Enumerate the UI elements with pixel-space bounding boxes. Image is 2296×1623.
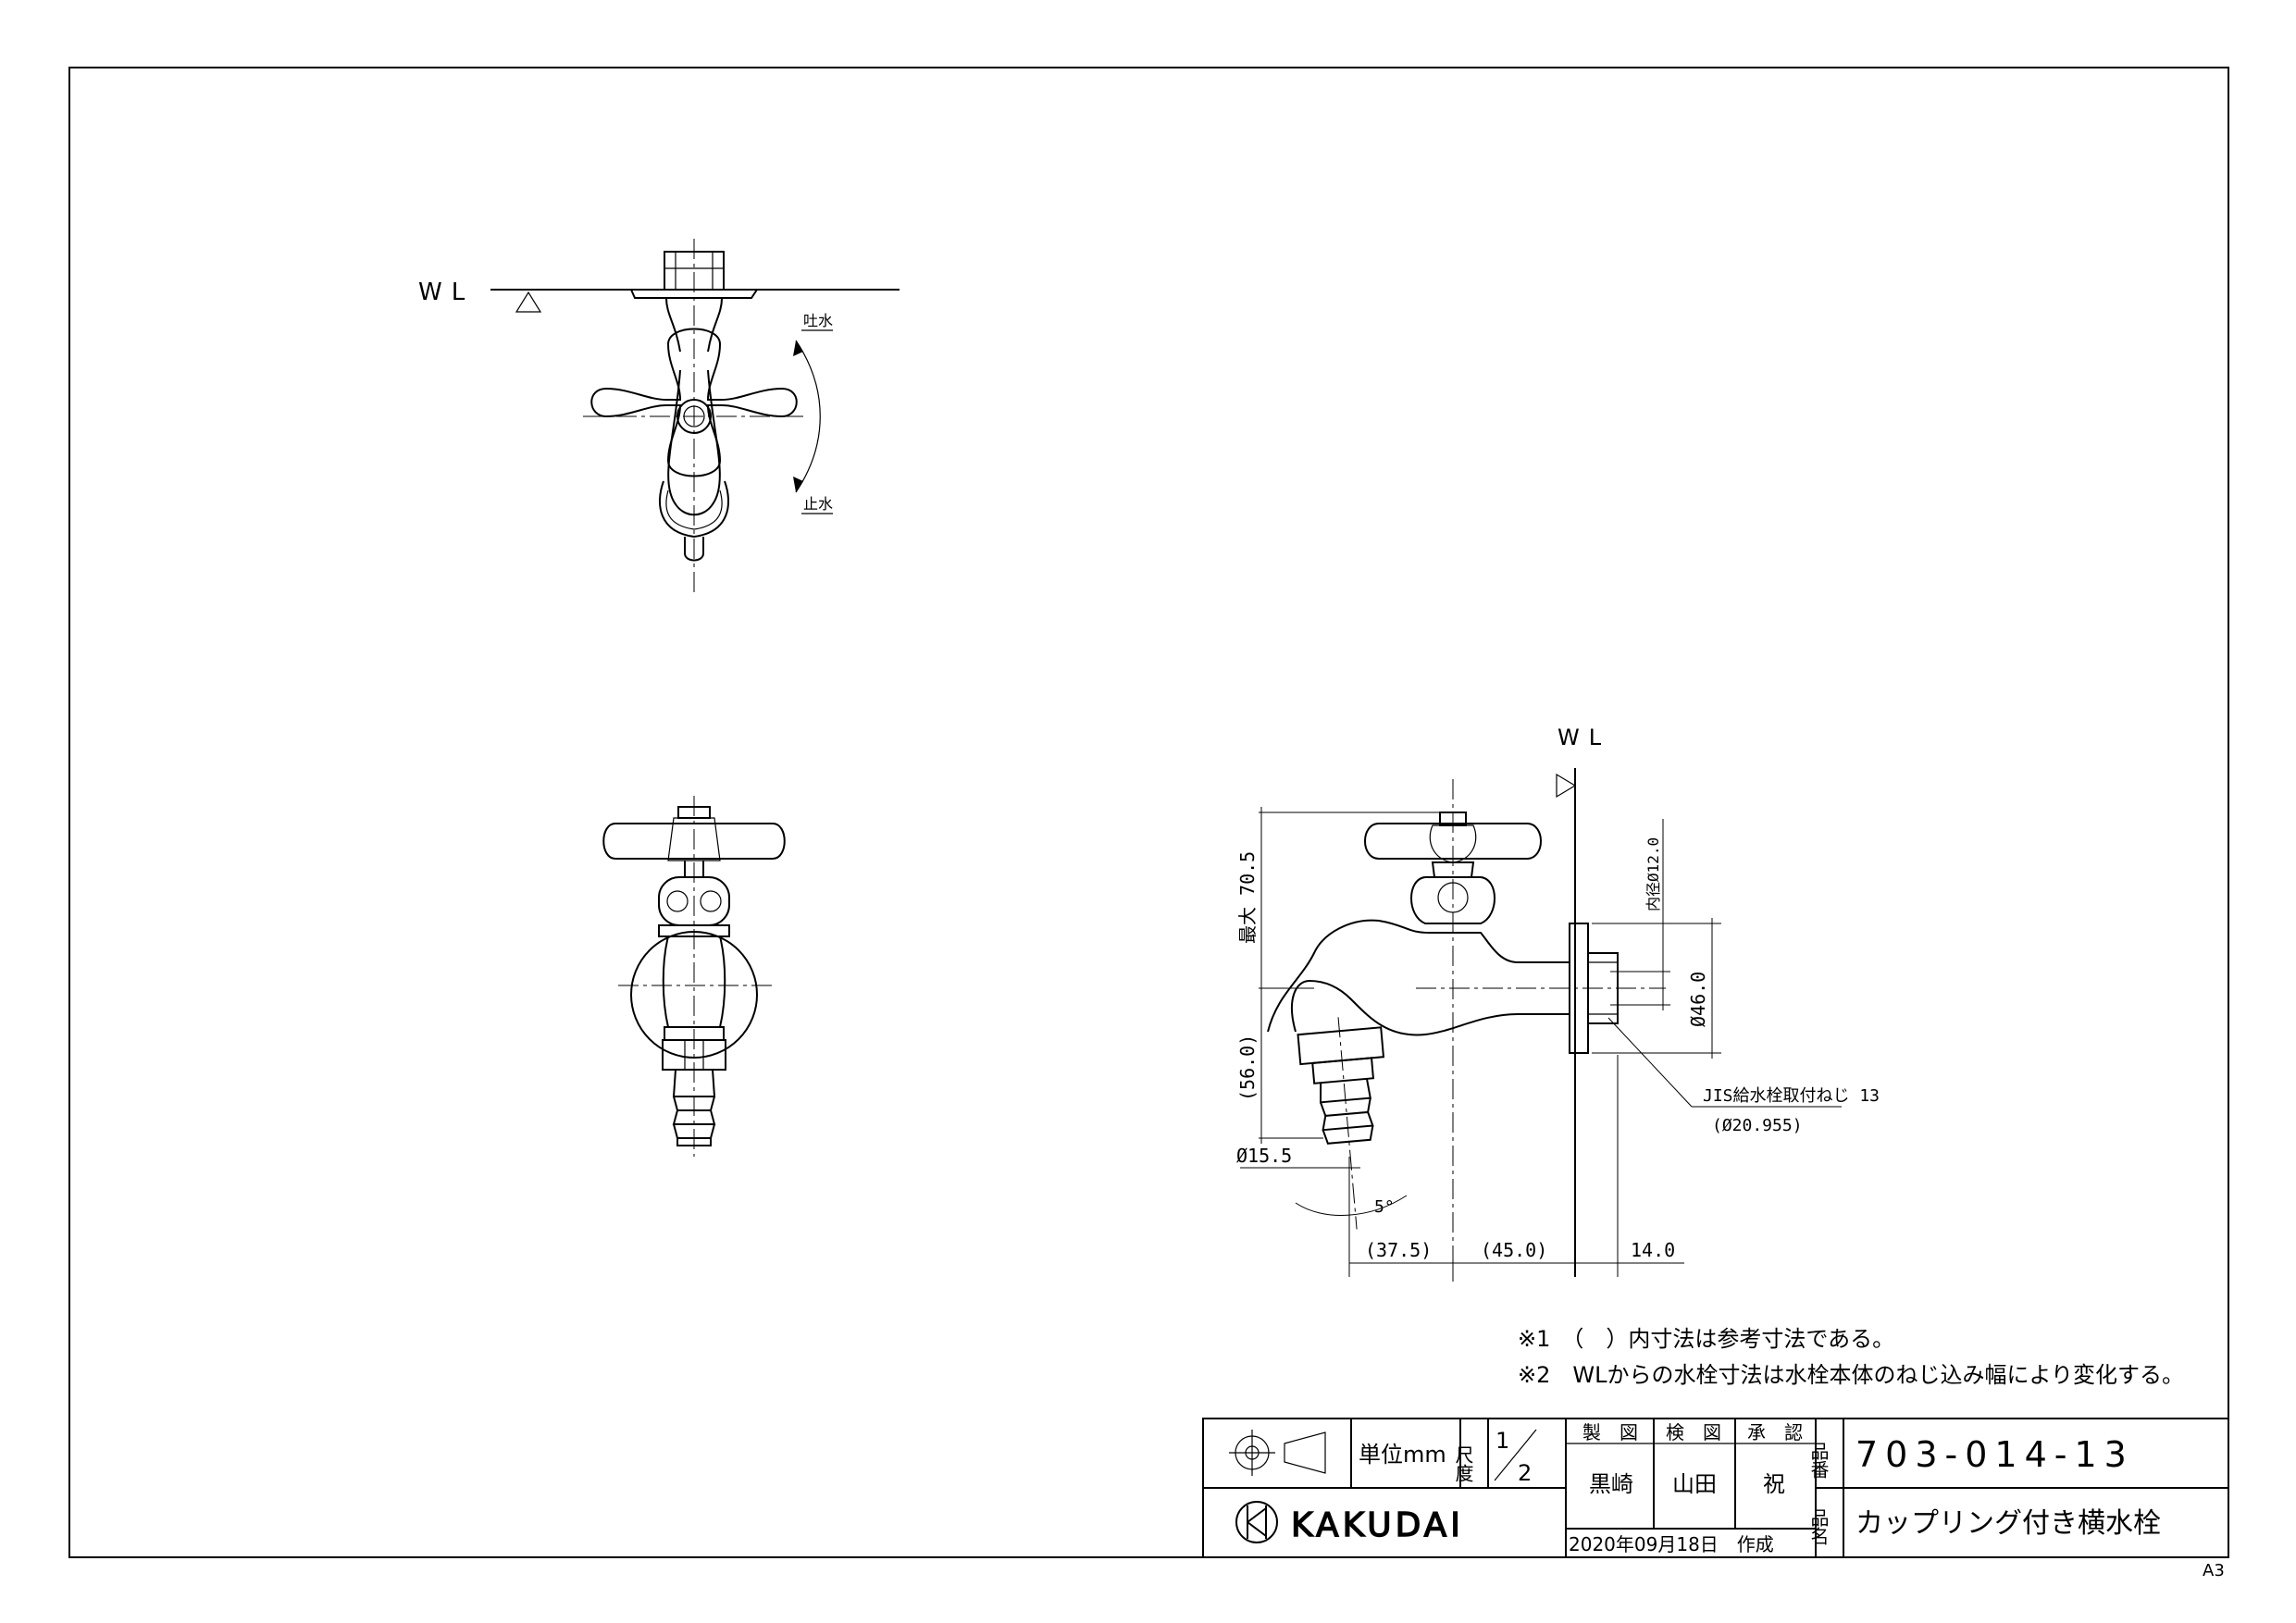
note-2: ※2 WLからの水栓寸法は水栓本体のねじ込み幅により変化する。 <box>1518 1362 2184 1388</box>
rotation-arc <box>795 340 821 493</box>
front-view: WL 吐水 止水 <box>418 239 900 592</box>
kakudai-logo-icon <box>1235 1501 1278 1543</box>
scale-label: 尺度 <box>1452 1445 1474 1482</box>
drawn-label: 製 図 <box>1582 1421 1638 1443</box>
dim-angle: 5° <box>1374 1197 1395 1217</box>
sheet-frame <box>68 67 2229 1558</box>
dim-h3: 14.0 <box>1631 1239 1675 1261</box>
scale-den: 2 <box>1518 1460 1532 1486</box>
part-name: カップリング付き横水栓 <box>1855 1507 2161 1540</box>
drawn-by: 黒崎 <box>1589 1471 1633 1497</box>
dim-h2: (45.0) <box>1481 1239 1547 1261</box>
angle-arc <box>1295 1195 1408 1216</box>
close-label: 止水 <box>803 495 833 513</box>
spout-side-view: WL 最大 <box>1236 725 1880 1282</box>
part-no-label: 品番 <box>1807 1442 1830 1479</box>
arrow-up-icon <box>793 341 803 356</box>
dim-flange-diameter: Ø46.0 <box>1687 972 1709 1027</box>
flange <box>630 289 758 299</box>
thread-note: JIS給水栓取付ねじ 13 <box>1703 1086 1880 1106</box>
checked-by: 山田 <box>1672 1471 1717 1497</box>
spout-front-view <box>602 796 786 1157</box>
hose-tip <box>684 537 704 562</box>
note-1: ※1 （ ）内寸法は参考寸法である。 <box>1518 1326 1894 1352</box>
side-handle <box>602 823 786 860</box>
spout-pipe <box>1291 979 1570 1036</box>
sheet-size: A3 <box>2203 1561 2225 1580</box>
dim-lower-height: (56.0) <box>1236 1035 1259 1101</box>
created-date: 2020年09月18日 作成 <box>1569 1533 1774 1555</box>
dim-hose-diameter: Ø15.5 <box>1236 1145 1292 1167</box>
arrow-down-icon <box>793 477 803 492</box>
unit-label: 単位mm <box>1359 1442 1446 1468</box>
side-view-handle <box>1364 823 1542 860</box>
brand-name: KAKUDAI <box>1291 1506 1464 1544</box>
open-label: 吐水 <box>803 312 833 329</box>
wl-label: WL <box>418 279 474 306</box>
dim-h1: (37.5) <box>1365 1239 1432 1261</box>
scale-num: 1 <box>1496 1428 1509 1454</box>
dim-max-height: 最大 70.5 <box>1236 851 1259 944</box>
part-no: 703-014-13 <box>1855 1434 2134 1475</box>
cross-handle <box>590 328 798 477</box>
side-bonnet <box>1410 876 1496 924</box>
dim-inner-diameter: 内径Ø12.0 <box>1644 837 1662 911</box>
side-wl-label: WL <box>1558 725 1610 750</box>
wl-marker-icon <box>1556 773 1577 799</box>
approved-by: 祝 <box>1763 1471 1785 1497</box>
thread-size: (Ø20.955) <box>1712 1116 1803 1135</box>
coupling <box>658 480 730 539</box>
wl-triangle-icon <box>515 291 542 313</box>
title-block: 単位mm 尺度 1 2 製 図 検 図 承 認 黒崎 山田 祝 2020年09月… <box>1202 1418 2229 1558</box>
part-name-label: 品名 <box>1807 1508 1830 1545</box>
approved-label: 承 認 <box>1747 1421 1803 1443</box>
checked-label: 検 図 <box>1666 1421 1721 1443</box>
